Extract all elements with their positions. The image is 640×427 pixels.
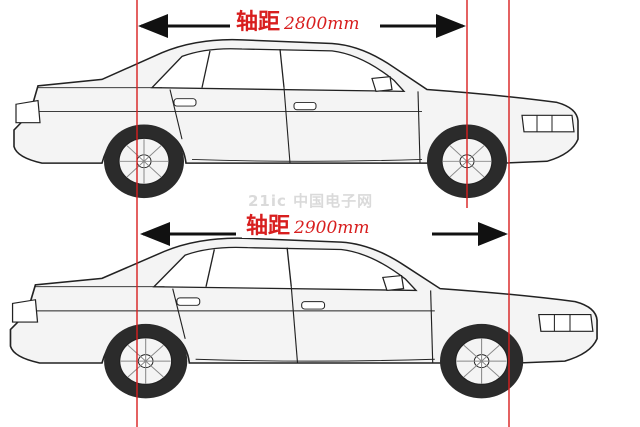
watermark: 21ic 中国电子网: [248, 190, 373, 211]
wheelbase-value-top: 2800mm: [284, 14, 360, 34]
watermark-logo: 21ic: [248, 192, 287, 210]
watermark-text: 中国电子网: [293, 192, 374, 210]
wheelbase-label-bottom-text: 轴距: [246, 214, 291, 239]
car-top: [13, 38, 579, 199]
wheelbase-label-top-text: 轴距: [236, 10, 281, 35]
wheelbase-value-bottom: 2900mm: [294, 218, 370, 238]
